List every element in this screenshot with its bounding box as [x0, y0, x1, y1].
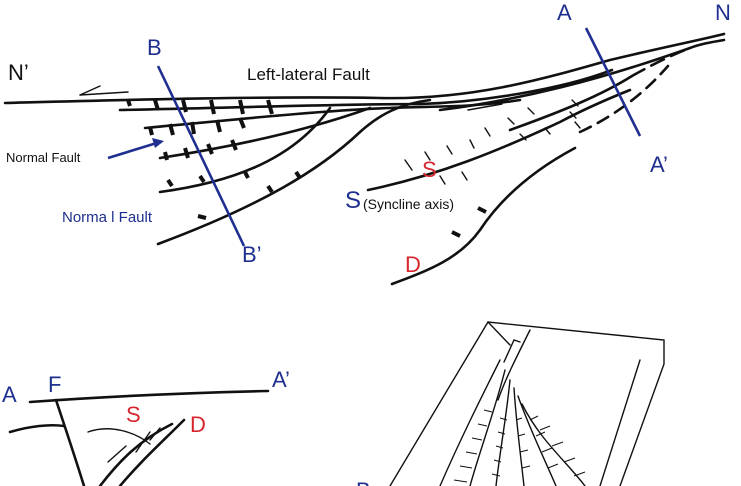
section-fold-arc — [87, 428, 151, 445]
section-shear-arrow-3 — [149, 427, 161, 441]
block-outline — [389, 321, 665, 486]
normal-fault-ticks — [126, 99, 487, 238]
label-normal-fault-1: Normal Fault — [6, 150, 81, 165]
block-fault-1 — [439, 359, 501, 486]
label-d-red-top: D — [405, 252, 421, 277]
d-fault-trace — [390, 146, 577, 286]
map-panel: N’ B Left-lateral Fault A N Normal Fault… — [3, 0, 731, 286]
label-a-prime-bottom: A’ — [272, 367, 290, 392]
east-fault-lower — [508, 74, 634, 132]
label-n: N — [715, 0, 731, 25]
label-f-bottom: F — [48, 372, 61, 397]
block-fault-5 — [517, 395, 557, 486]
label-b-prime: B’ — [242, 242, 262, 267]
normal-fault-pointer-head — [152, 138, 164, 148]
label-s-blue: S — [345, 187, 361, 214]
east-fault-dashed — [630, 46, 692, 78]
strain-arrows — [404, 99, 581, 185]
splay-fault-3 — [158, 106, 372, 160]
section-fault-f — [54, 398, 86, 486]
label-a-prime-top: A’ — [650, 152, 668, 177]
label-s-red-bottom: S — [126, 402, 141, 427]
section-shear-arrow-2 — [135, 431, 151, 453]
block-inner-edge — [599, 359, 641, 486]
left-lateral-fault-trace — [3, 32, 726, 105]
section-left-curve — [8, 423, 66, 434]
label-b-bottom-partial: B — [356, 478, 371, 486]
block-diagram-panel: B — [356, 321, 665, 486]
block-fault-3 — [495, 379, 511, 486]
splay-fault-4 — [158, 106, 332, 194]
block-main-fault — [497, 329, 531, 401]
left-lateral-arrow — [79, 91, 129, 96]
section-surface — [28, 389, 270, 404]
east-fault-upper — [438, 38, 726, 112]
label-b-top: B — [147, 35, 162, 60]
block-fault-6 — [521, 403, 586, 486]
block-fault-2 — [469, 369, 506, 486]
normal-fault-pointer — [107, 140, 161, 160]
cross-section-a-panel: A F A’ S D — [2, 367, 290, 486]
label-syncline-axis: (Syncline axis) — [363, 196, 454, 212]
section-inner-fault-1 — [98, 422, 174, 486]
block-fault-4 — [513, 387, 525, 486]
syncline-axis-trace — [366, 88, 632, 192]
section-shear-arrow-1 — [107, 445, 127, 463]
section-line-b — [156, 65, 246, 247]
label-n-prime: N’ — [8, 60, 29, 85]
block-fault-arrow — [503, 339, 521, 363]
label-d-red-bottom: D — [190, 412, 206, 437]
label-left-lateral-fault: Left-lateral Fault — [247, 65, 370, 84]
splay-fault-5 — [156, 98, 432, 246]
label-s-red: S — [422, 157, 437, 182]
label-normal-fault-2: Norma l Fault — [62, 209, 153, 226]
label-a-bottom: A — [2, 382, 17, 407]
left-lateral-arrow-head — [79, 85, 101, 96]
label-a-top: A — [557, 0, 572, 25]
block-hatching — [453, 409, 586, 483]
section-line-a — [584, 27, 642, 137]
block-top-edge — [487, 321, 511, 346]
section-inner-fault-2 — [118, 418, 186, 486]
